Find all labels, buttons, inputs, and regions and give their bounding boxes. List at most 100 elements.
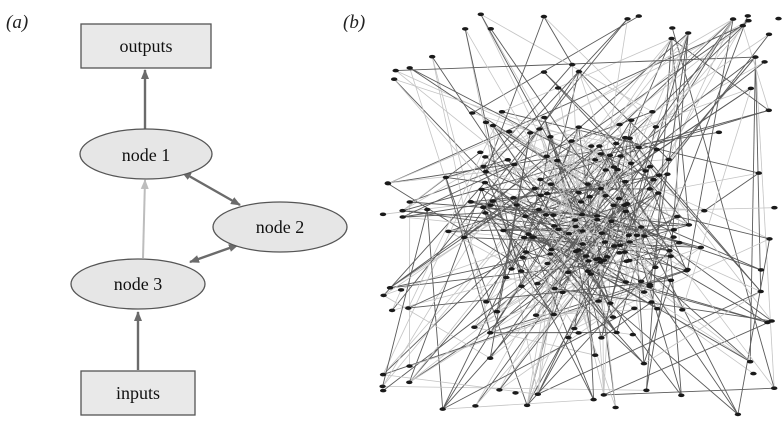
network-node (481, 180, 489, 185)
network-node (600, 393, 607, 397)
network-edge (409, 249, 579, 383)
node-1-label: node 1 (122, 145, 171, 165)
network-edge (546, 155, 690, 226)
network-node (669, 26, 676, 30)
network-edge (737, 238, 770, 415)
network-node (697, 245, 705, 250)
network-node (638, 225, 645, 229)
network-edge (492, 125, 504, 231)
network-node (617, 154, 624, 158)
network-node (628, 118, 635, 122)
network-node (511, 162, 518, 167)
network-node (666, 248, 673, 253)
network-node (715, 130, 723, 135)
network-edge (537, 192, 659, 284)
network-node (595, 299, 602, 303)
network-node (482, 120, 490, 125)
network-node (565, 270, 572, 275)
network-node (650, 177, 657, 182)
network-node (522, 250, 530, 254)
network-node (610, 244, 618, 248)
network-node (380, 388, 387, 393)
network-node (586, 194, 593, 199)
network-node (685, 31, 692, 35)
network-node (384, 181, 392, 186)
network-edge (539, 128, 605, 395)
network-edge (483, 166, 630, 243)
network-node (643, 388, 650, 393)
network-node (462, 27, 469, 31)
network-edge (445, 159, 508, 178)
network-node (598, 336, 605, 340)
network-edge (677, 216, 770, 240)
network-edge (603, 387, 775, 396)
network-node (477, 150, 484, 155)
network-node (540, 14, 548, 19)
network-node (536, 127, 543, 131)
network-edge (537, 291, 761, 395)
network-node (602, 194, 609, 198)
network-edge (383, 374, 538, 395)
network-node (590, 397, 597, 402)
network-node (638, 279, 645, 284)
network-edge (408, 32, 689, 383)
network-node (613, 330, 620, 335)
network-edge (402, 177, 447, 212)
network-edge (526, 201, 582, 406)
network-node (532, 313, 540, 318)
network-edge (442, 203, 627, 410)
network-edge (704, 172, 760, 212)
network-node (540, 70, 548, 74)
network-edge (402, 109, 769, 212)
network-edge (496, 132, 531, 312)
network-edges (382, 13, 775, 415)
network-edge (755, 57, 775, 389)
network-edge (619, 124, 651, 287)
network-node (399, 215, 406, 219)
network-edge (426, 209, 444, 410)
network-node (500, 228, 507, 233)
network-edge (402, 210, 576, 227)
network-node (622, 280, 630, 284)
network-edge (480, 13, 653, 113)
network-edge (464, 28, 583, 232)
network-edge (609, 20, 749, 156)
network-node (771, 205, 778, 210)
network-node (496, 388, 503, 392)
network-node (752, 55, 759, 59)
network-edge (643, 15, 749, 293)
network-edge (590, 145, 642, 282)
network-edge (409, 201, 598, 217)
network-edge (395, 56, 756, 72)
network-edge (539, 128, 589, 262)
network-node (622, 209, 630, 214)
network-edge (626, 242, 680, 262)
network-node (626, 258, 633, 263)
network-node (734, 412, 742, 417)
network-node (750, 371, 757, 376)
network-edge (525, 179, 541, 253)
network-node (610, 203, 617, 208)
network-node (616, 122, 623, 127)
network-node (755, 171, 762, 175)
network-node (739, 23, 746, 28)
network-node (498, 110, 506, 114)
network-node (584, 269, 592, 274)
network-edge (537, 211, 627, 395)
network-node (615, 196, 623, 201)
network-edge (528, 233, 739, 415)
network-node (670, 235, 677, 239)
network-edge (382, 386, 647, 391)
network-edge (547, 181, 626, 264)
network-node (386, 286, 394, 290)
network-edge (539, 128, 576, 221)
network-edge (547, 127, 580, 264)
network-node (535, 207, 542, 212)
network-node (631, 306, 638, 311)
network-edge (526, 250, 670, 406)
network-node (601, 240, 609, 244)
network-node (554, 86, 562, 90)
network-node (575, 331, 582, 335)
network-node (379, 372, 387, 377)
network-node (609, 315, 617, 319)
